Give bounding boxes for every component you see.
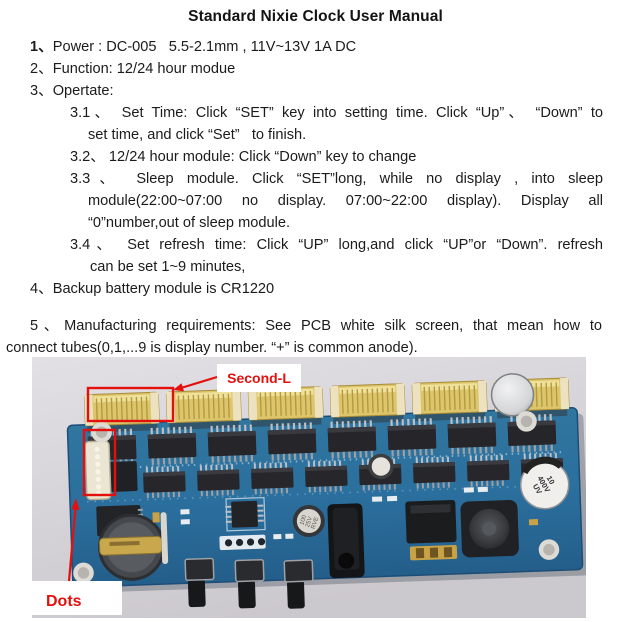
doc-line: 4、Backup battery module is CR1220 <box>30 281 275 297</box>
capacitor-topright <box>490 373 535 417</box>
doc-line: 2、Function: 12/24 hour modue <box>30 61 236 77</box>
second-l-label-box <box>217 364 301 392</box>
doc-line: 3.1、 Set Time: Click “SET” key into sett… <box>70 105 603 121</box>
mount-hole-bottomleft <box>75 565 92 582</box>
doc-line: 3.4、 Set refresh time: Click “UP” long,a… <box>70 237 603 253</box>
smd-parts <box>152 486 539 540</box>
doc-line: 1、Power : DC-005 5.5-2.1mm , 11V~13V 1A … <box>30 39 357 55</box>
annotations: Second-L Dots <box>32 364 301 615</box>
dots-arrow <box>67 507 77 582</box>
push-buttons <box>184 557 314 609</box>
doc-line: 3.3、 Sleep module. Click “SET”long, whil… <box>70 171 603 187</box>
dots-label-box <box>32 581 122 615</box>
pcb-photo: 100 25V RVE <box>32 357 586 618</box>
doc-line: module(22:00~07:00 no display. 07:00~22:… <box>88 193 603 209</box>
doc-line: 5、Manufacturing requirements: See PCB wh… <box>30 318 602 334</box>
doc-line: connect tubes(0,1,...9 is display number… <box>6 340 418 356</box>
dc-jack <box>327 503 365 579</box>
mcu-chip <box>225 500 264 528</box>
pcb-photo-svg: 100 25V RVE <box>32 357 586 618</box>
second-l-arrow <box>180 375 218 390</box>
regulator <box>405 500 458 561</box>
second-l-label: Second-L <box>227 370 291 386</box>
doc-line: can be set 1~9 minutes, <box>90 259 246 275</box>
dots-label: Dots <box>46 593 82 610</box>
page-title: Standard Nixie Clock User Manual <box>188 8 443 25</box>
doc-line: “0”number,out of sleep module. <box>88 215 290 231</box>
doc-lines: 1、Power : DC-005 5.5-2.1mm , 11V~13V 1A … <box>0 36 631 359</box>
mount-hole-bottomright <box>541 541 558 558</box>
capacitor-small: 100 25V RVE <box>292 505 325 538</box>
doc-line: 3、Opertate: <box>30 83 114 99</box>
mount-hole-topright <box>518 413 535 430</box>
dots-arrowhead <box>71 498 80 510</box>
second-l-annotation-box <box>86 386 175 423</box>
second-l-arrowhead <box>173 383 184 392</box>
dots-connector <box>84 440 112 501</box>
pin-header <box>219 534 266 551</box>
pcb-board: 100 25V RVE <box>66 373 586 609</box>
battery-holder <box>98 512 169 581</box>
capacitor-big: 10 400V UV <box>519 456 570 510</box>
doc-line: 3.2、 12/24 hour module: Click “Down” key… <box>70 149 417 165</box>
dots-annotation-box <box>82 428 117 497</box>
doc-line: set time, and click “Set” to finish. <box>88 127 307 143</box>
capacitor-tiny <box>368 453 394 480</box>
capacitor-small-label: 100 25V RVE <box>299 513 320 530</box>
power-inductor <box>460 500 519 558</box>
mount-hole-topleft <box>93 424 110 441</box>
